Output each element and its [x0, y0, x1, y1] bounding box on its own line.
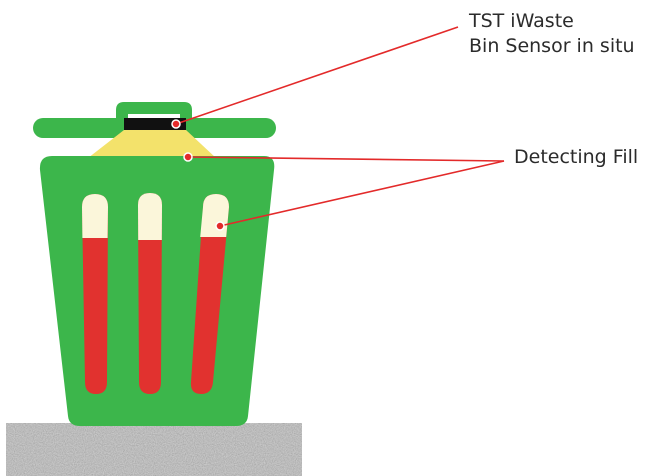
sensor-label-line1: TST iWaste: [469, 9, 635, 34]
bin-slot-left: [82, 194, 108, 394]
fill-callout-dot-top: [184, 153, 192, 161]
trash-bin-icon: [33, 102, 276, 426]
fill-callout-label: Detecting Fill: [514, 145, 638, 170]
sensor-callout-label: TST iWaste Bin Sensor in situ: [469, 9, 635, 59]
sensor-callout-dot: [172, 120, 180, 128]
concrete-base: [6, 423, 302, 476]
sensor-callout-line: [176, 27, 458, 124]
bin-slot-middle: [138, 193, 162, 394]
fill-callout-dot-bottom: [216, 222, 224, 230]
sensor-label-line2: Bin Sensor in situ: [469, 34, 635, 59]
